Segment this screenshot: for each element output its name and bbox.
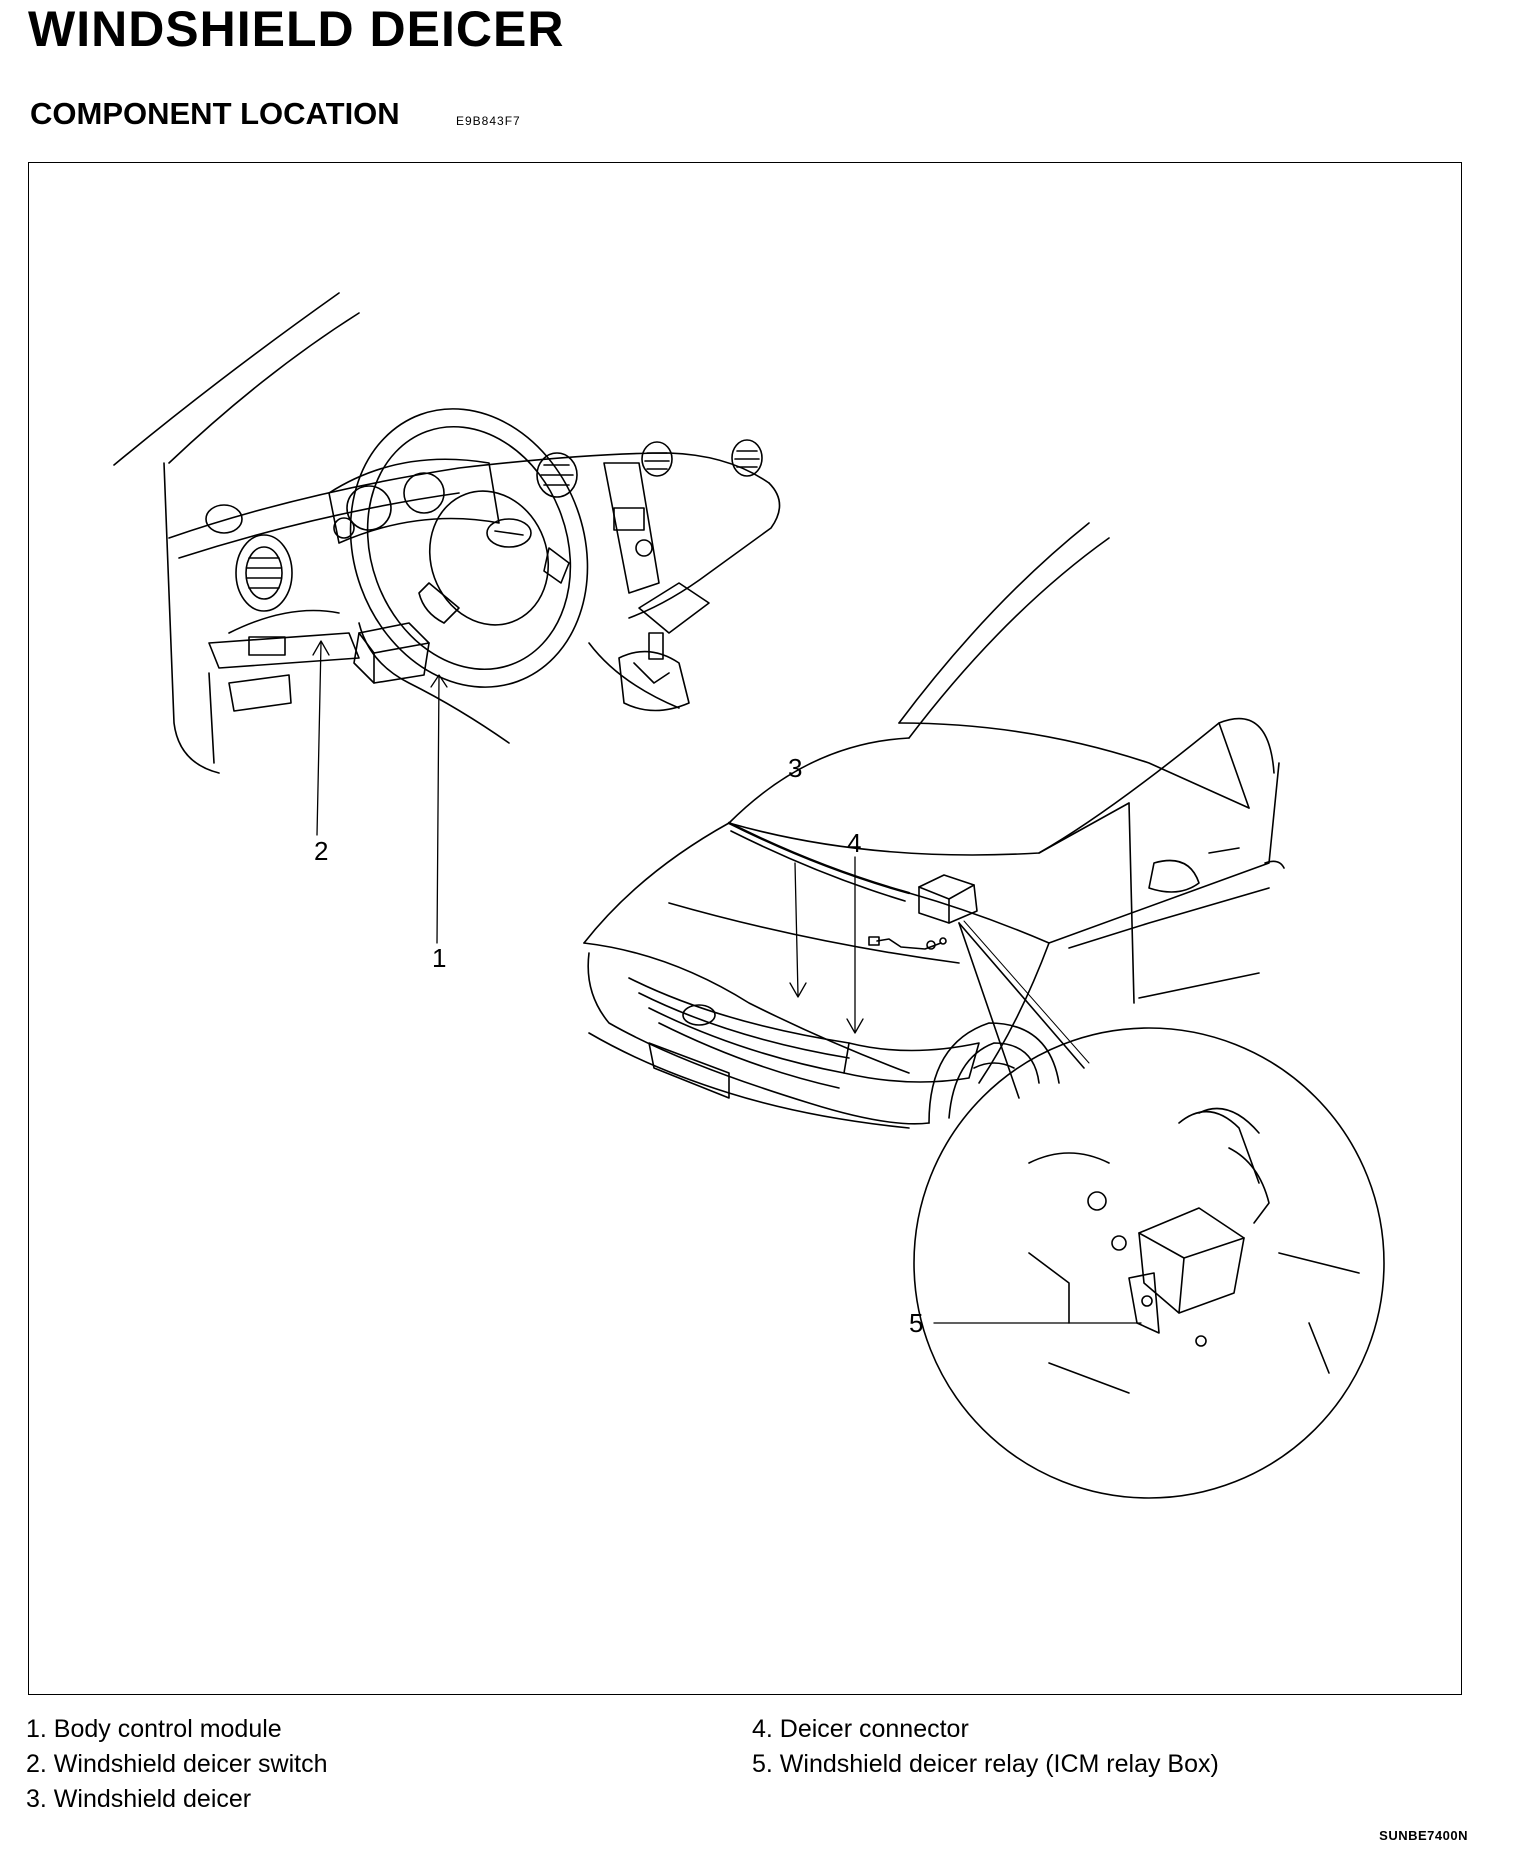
bcm-box: [353, 622, 430, 684]
callout-1: 1: [432, 943, 447, 973]
legend-item: 3. Windshield deicer: [26, 1785, 252, 1813]
legend-item: 1. Body control module: [26, 1715, 282, 1743]
callout-2: 2: [314, 836, 329, 866]
leader-lines: [312, 640, 1142, 1324]
callout-3: 3: [788, 753, 803, 783]
legend-item: 2. Windshield deicer switch: [26, 1750, 328, 1778]
callout-5: 5: [909, 1308, 924, 1338]
vehicle-drawing: [583, 522, 1285, 1129]
doc-code: E9B843F7: [456, 114, 521, 128]
line-drawing: [113, 292, 1385, 1499]
section-title: COMPONENT LOCATION: [30, 96, 400, 131]
legend-item: 5. Windshield deicer relay (ICM relay Bo…: [752, 1750, 1219, 1778]
legend-right: 4. Deicer connector 5. Windshield deicer…: [752, 1712, 1219, 1782]
leader-2: [316, 642, 322, 836]
dashboard-drawing: [113, 292, 781, 774]
leader-1: [436, 676, 440, 944]
relay-detail-magnifier: [913, 920, 1385, 1499]
side-mirror: [1148, 859, 1200, 893]
legend-item: 4. Deicer connector: [752, 1715, 969, 1743]
page-title: WINDSHIELD DEICER: [28, 1, 565, 57]
legend-left: 1. Body control module 2. Windshield dei…: [26, 1712, 328, 1817]
callout-4: 4: [847, 828, 862, 858]
figure-code: SUNBE7400N: [1379, 1828, 1468, 1843]
component-location-figure: 1 2 3 4 5: [28, 162, 1462, 1695]
leader-3: [794, 862, 799, 996]
